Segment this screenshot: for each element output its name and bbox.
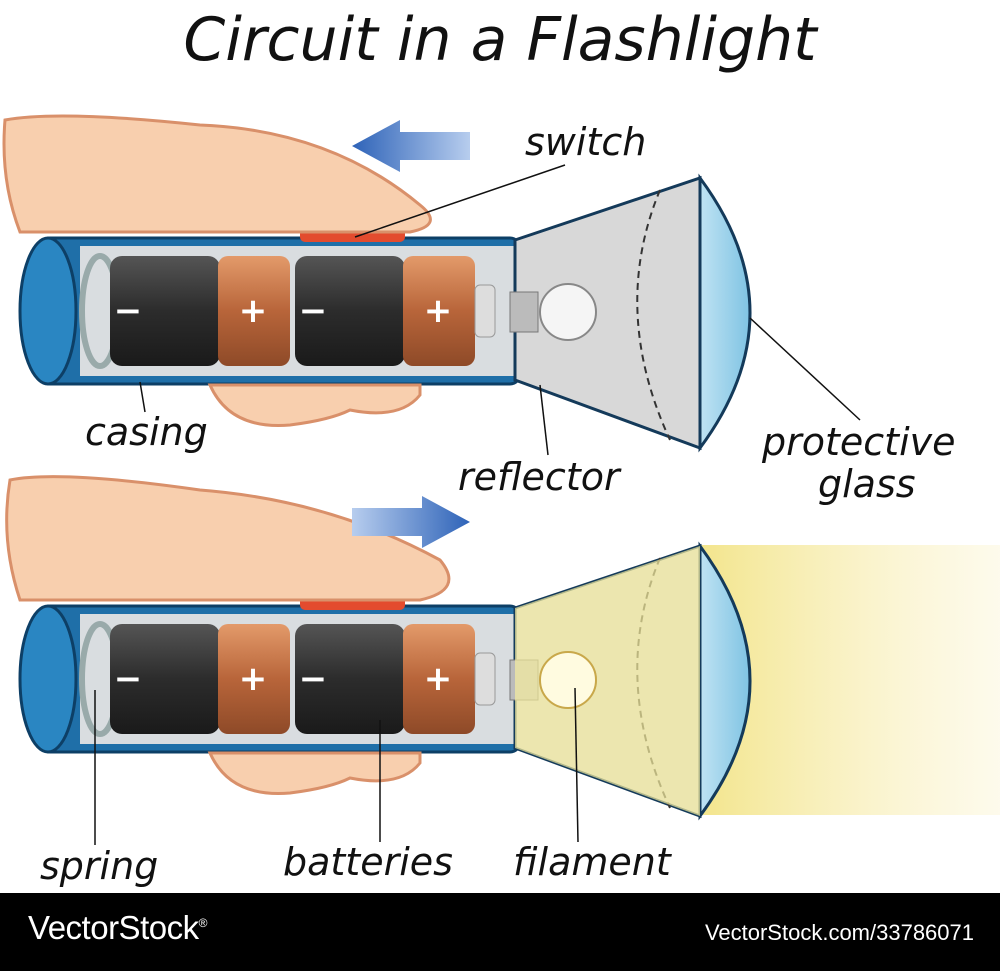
label-spring: spring — [40, 844, 159, 888]
fingers-top — [207, 383, 422, 427]
footer-bar: VectorStock® VectorStock.com/33786071 — [0, 893, 1000, 971]
flashlight-on — [20, 546, 750, 816]
label-protective-glass-1: protective — [762, 420, 956, 464]
plus-sign: + — [424, 291, 453, 331]
arrow-right-icon — [352, 496, 470, 548]
plus-sign: + — [239, 291, 268, 331]
label-switch: switch — [525, 120, 647, 164]
fingers-bottom — [207, 751, 422, 795]
label-filament: filament — [513, 840, 671, 884]
arrow-left-icon — [352, 120, 470, 172]
label-protective-glass-2: glass — [818, 462, 916, 506]
brand-name: VectorStock — [28, 909, 199, 946]
plus-sign: + — [424, 659, 453, 699]
label-reflector: reflector — [458, 455, 620, 499]
minus-sign: − — [299, 659, 328, 699]
hand-bottom — [5, 475, 451, 602]
diagram-illustration: − + − + − + − + — [2, 114, 1000, 845]
minus-sign: − — [114, 291, 143, 331]
label-casing: casing — [85, 410, 208, 454]
hand-top — [2, 114, 432, 234]
label-batteries: batteries — [283, 840, 453, 884]
image-reference: VectorStock.com/33786071 — [704, 920, 974, 945]
diagram-title: Circuit in a Flashlight — [183, 5, 817, 75]
leader-lines — [94, 164, 861, 845]
minus-sign: − — [114, 659, 143, 699]
registered-mark: ® — [198, 916, 208, 930]
plus-sign: + — [239, 659, 268, 699]
brand-logo: VectorStock® — [28, 909, 207, 947]
minus-sign: − — [299, 291, 328, 331]
